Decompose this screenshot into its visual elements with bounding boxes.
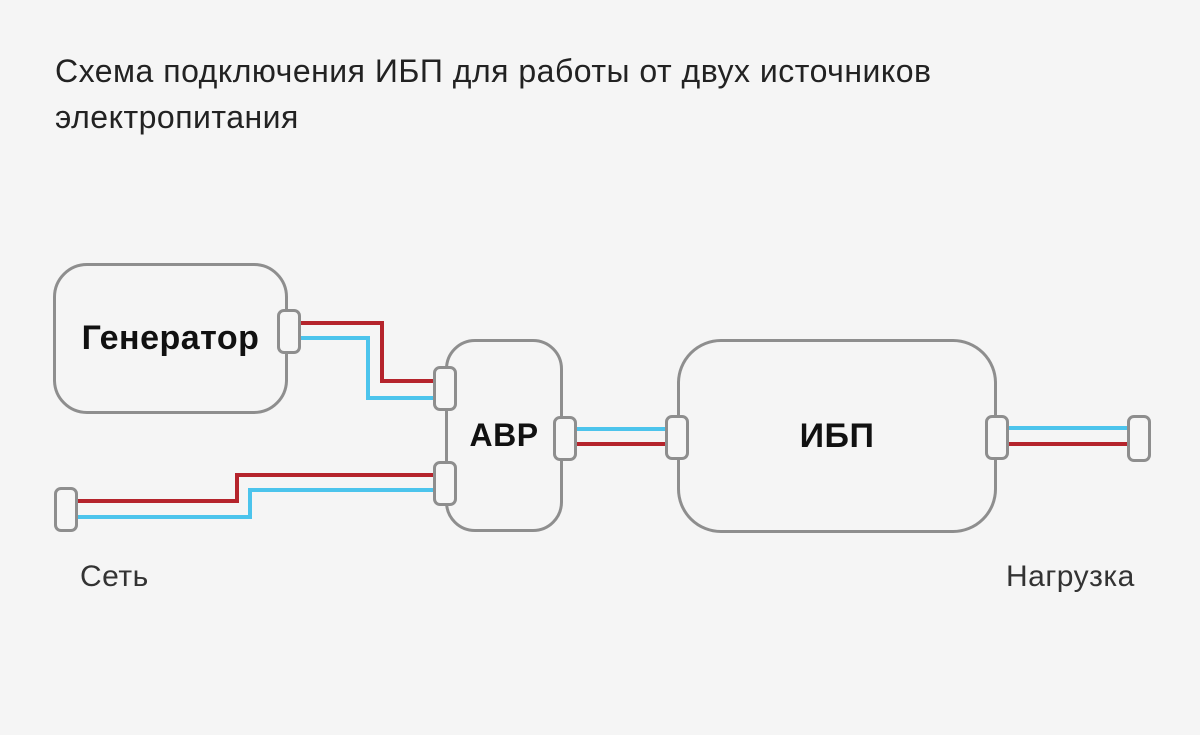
mains-plug bbox=[54, 487, 78, 532]
wire-mains-to-ats-red bbox=[78, 473, 433, 503]
ups-label: ИБП bbox=[799, 416, 875, 455]
ats-label: АВР bbox=[469, 417, 539, 453]
load-label: Нагрузка bbox=[1006, 560, 1135, 593]
mains-label: Сеть bbox=[80, 560, 149, 593]
diagram-title: Схема подключения ИБП для работы от двух… bbox=[55, 53, 932, 136]
wire-mains-to-ats-blue bbox=[78, 488, 433, 519]
ats-input-port-generator bbox=[433, 366, 457, 411]
load-plug bbox=[1127, 415, 1151, 462]
wire-generator-to-ats-red bbox=[301, 321, 433, 383]
generator-box: Генератор bbox=[53, 263, 288, 414]
ats-input-port-mains bbox=[433, 461, 457, 506]
ups-box: ИБП bbox=[677, 339, 997, 533]
generator-label: Генератор bbox=[81, 319, 260, 357]
ups-input-port bbox=[665, 415, 689, 460]
ats-output-port bbox=[553, 416, 577, 461]
wire-generator-to-ats-blue bbox=[301, 336, 433, 400]
generator-output-port bbox=[277, 309, 301, 354]
ups-output-port bbox=[985, 415, 1009, 460]
